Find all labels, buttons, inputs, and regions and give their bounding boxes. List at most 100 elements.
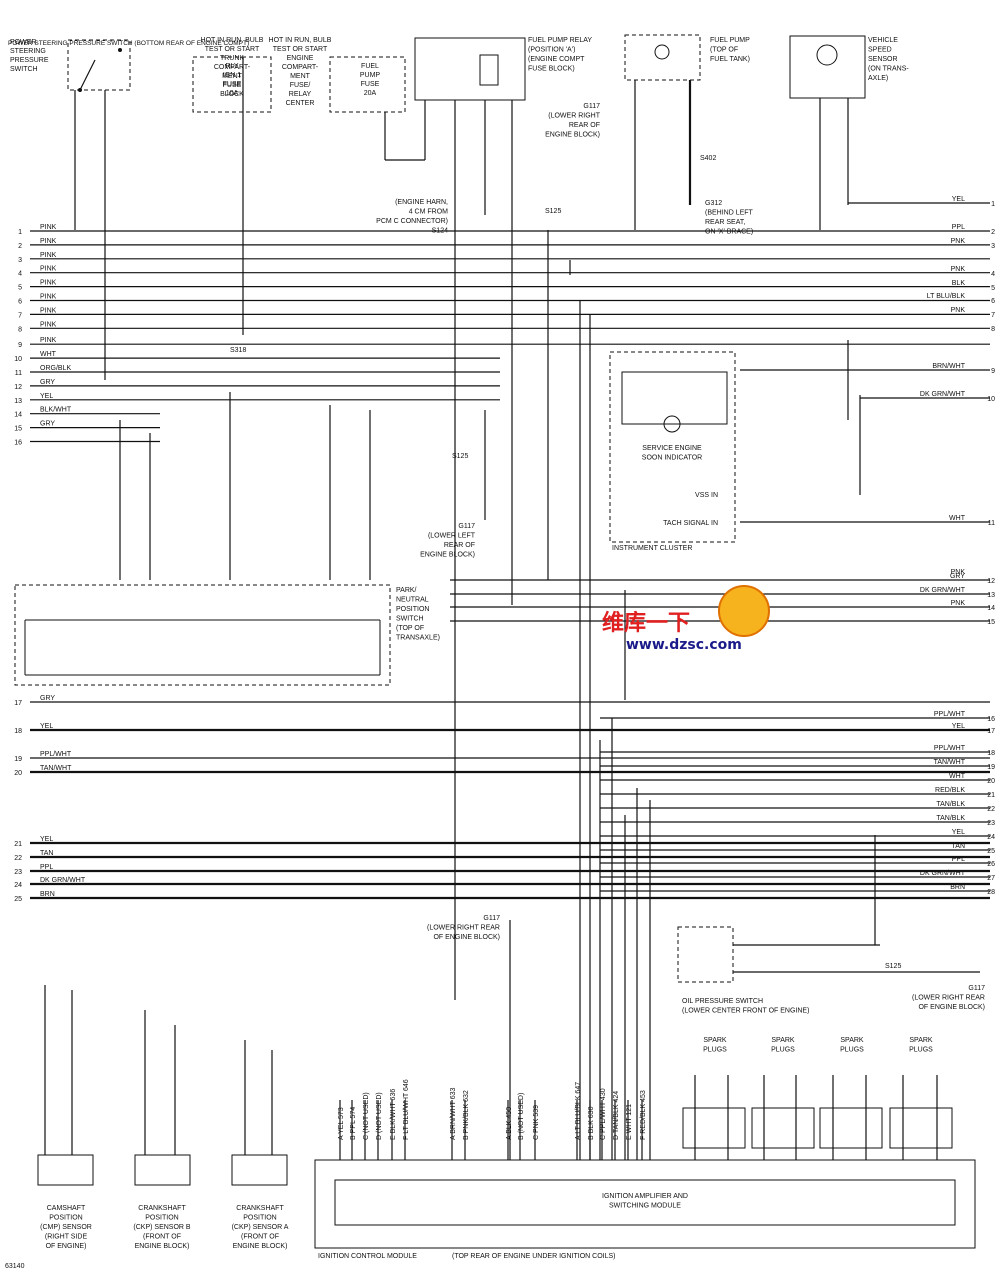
ses-label: SOON INDICATOR bbox=[642, 455, 702, 462]
g312-label: ON 'X' BRACE) bbox=[705, 229, 753, 236]
fuel-relay-text: FUSE BLOCK) bbox=[528, 66, 575, 73]
oil-switch-label: OIL PRESSURE SWITCH bbox=[682, 998, 763, 1005]
left-wire-color: BLK/WHT bbox=[40, 407, 72, 414]
left-wire-color: PPL/WHT bbox=[40, 751, 72, 758]
trunk-fuse-text: TRUNK bbox=[220, 55, 244, 62]
icm-label: IGNITION CONTROL MODULE bbox=[318, 1253, 417, 1260]
vss-text: SENSOR bbox=[868, 56, 898, 63]
spark-plugs-label: SPARK bbox=[703, 1037, 727, 1044]
watermark-mascot-icon bbox=[718, 585, 770, 637]
fuel-pump-relay bbox=[414, 37, 526, 1000]
s124-label: S124 bbox=[432, 228, 448, 235]
ckp-a-label: (FRONT OF bbox=[241, 1234, 279, 1241]
right-row-number: 7 bbox=[991, 312, 995, 319]
oil-switch-label: (LOWER CENTER FRONT OF ENGINE) bbox=[682, 1008, 809, 1015]
right-row-number: 2 bbox=[991, 229, 995, 236]
left-wire-color: PINK bbox=[40, 294, 57, 301]
left-row-number: 2 bbox=[18, 243, 22, 250]
ckp-b-label: ENGINE BLOCK) bbox=[135, 1243, 190, 1250]
cmp-label: OF ENGINE) bbox=[46, 1243, 87, 1250]
left-wire-color: PINK bbox=[40, 252, 57, 259]
engine-fuse-text: COMPART- bbox=[282, 64, 319, 71]
right-row-number: 21 bbox=[987, 792, 995, 799]
right-row-number: 22 bbox=[987, 806, 995, 813]
right-wire-color: GRY bbox=[950, 573, 965, 580]
right-row-number: 12 bbox=[987, 578, 995, 585]
left-wire-color: YEL bbox=[40, 836, 53, 843]
trunk-fuse-inner: FUSE bbox=[223, 81, 242, 88]
fuel-pump-text: FUEL PUMP bbox=[710, 37, 750, 44]
right-wire-color: PNK bbox=[951, 600, 966, 607]
left-wire-color: GRY bbox=[40, 379, 55, 386]
icm-pin-label: A BLK 450 bbox=[506, 1107, 513, 1140]
cmp-label: POSITION bbox=[49, 1215, 82, 1222]
engine-fuse-text: TEST OR START bbox=[273, 46, 328, 53]
right-wire-color: TAN/BLK bbox=[936, 815, 965, 822]
right-row-number: 4 bbox=[991, 271, 995, 278]
left-wire-color: DK GRN/WHT bbox=[40, 877, 86, 884]
left-row-number: 4 bbox=[18, 271, 22, 278]
left-wire-color: PINK bbox=[40, 266, 57, 273]
g117-label: (LOWER RIGHT REAR bbox=[427, 925, 500, 932]
vss-in-label: VSS IN bbox=[695, 492, 718, 499]
g117-label: (LOWER RIGHT REAR bbox=[912, 995, 985, 1002]
engine-fuse-text: FUSE/ bbox=[290, 82, 311, 89]
vss-text: (ON TRANS- bbox=[868, 66, 909, 73]
right-row-number: 28 bbox=[987, 889, 995, 896]
g117-label: REAR OF bbox=[569, 122, 600, 129]
right-row-number: 17 bbox=[987, 728, 995, 735]
right-wire-color: PNK bbox=[951, 266, 966, 273]
vehicle-speed-sensor bbox=[789, 35, 866, 230]
left-wire-color: PPL bbox=[40, 864, 53, 871]
left-wire-color: WHT bbox=[40, 351, 57, 358]
g117-label: (LOWER RIGHT bbox=[548, 113, 600, 120]
engine-fuse-center bbox=[329, 56, 425, 161]
g312-label: (BEHIND LEFT bbox=[705, 210, 754, 217]
cmp-label: CAMSHAFT bbox=[47, 1205, 86, 1212]
left-row-number: 15 bbox=[14, 426, 22, 433]
left-row-number: 1 bbox=[18, 229, 22, 236]
s125-label: S125 bbox=[545, 208, 561, 215]
trunk-fuse-inner: IGN 1 bbox=[223, 72, 241, 79]
left-wire-color: GRY bbox=[40, 421, 55, 428]
ckp-b-label: (FRONT OF bbox=[143, 1234, 181, 1241]
g117-label: OF ENGINE BLOCK) bbox=[433, 934, 500, 941]
right-wire-color: TAN/WHT bbox=[934, 759, 966, 766]
right-wire-color: PNK bbox=[951, 307, 966, 314]
left-row-number: 20 bbox=[14, 770, 22, 777]
left-wire-color: TAN/WHT bbox=[40, 765, 72, 772]
spark-plugs-label: SPARK bbox=[840, 1037, 864, 1044]
right-row-number: 10 bbox=[987, 396, 995, 403]
engine-fuse-text: ENGINE bbox=[287, 55, 314, 62]
left-row-number: 22 bbox=[14, 855, 22, 862]
ckp-b-label: (CKP) SENSOR B bbox=[133, 1224, 191, 1231]
trunk-fuse-text: TEST OR START bbox=[205, 46, 260, 53]
left-row-number: 9 bbox=[18, 342, 22, 349]
fuel-relay-text: FUEL PUMP RELAY bbox=[528, 37, 592, 44]
icm-pin-label: C PNK 539 bbox=[533, 1105, 540, 1140]
vss-text: VEHICLE bbox=[868, 37, 898, 44]
left-row-number: 17 bbox=[14, 700, 22, 707]
left-wire-color: YEL bbox=[40, 723, 53, 730]
watermark-logo: 维库一下 bbox=[602, 611, 691, 636]
trunk-fuse-block bbox=[192, 56, 272, 335]
right-row-number: 26 bbox=[987, 861, 995, 868]
engine-fuse-inner: FUEL bbox=[361, 63, 379, 70]
ckp-a-label: CRANKSHAFT bbox=[236, 1205, 284, 1212]
icm-pin-label: C PPL/WHT 430 bbox=[600, 1088, 607, 1140]
left-row-number: 23 bbox=[14, 869, 22, 876]
spark-plugs-label: PLUGS bbox=[771, 1047, 795, 1054]
ps-switch-text: SWITCH bbox=[10, 66, 38, 73]
icm-pin-label: E WHT 121 bbox=[626, 1104, 633, 1140]
left-row-number: 10 bbox=[14, 356, 22, 363]
right-row-number: 13 bbox=[987, 592, 995, 599]
right-row-number: 8 bbox=[991, 326, 995, 333]
g117-label: G117 bbox=[483, 915, 500, 922]
left-row-number: 14 bbox=[14, 412, 22, 419]
left-row-number: 12 bbox=[14, 384, 22, 391]
ckp-a-label: POSITION bbox=[243, 1215, 276, 1222]
left-row-number: 16 bbox=[14, 440, 22, 447]
left-row-number: 25 bbox=[14, 896, 22, 903]
s402-label: S402 bbox=[700, 155, 716, 162]
